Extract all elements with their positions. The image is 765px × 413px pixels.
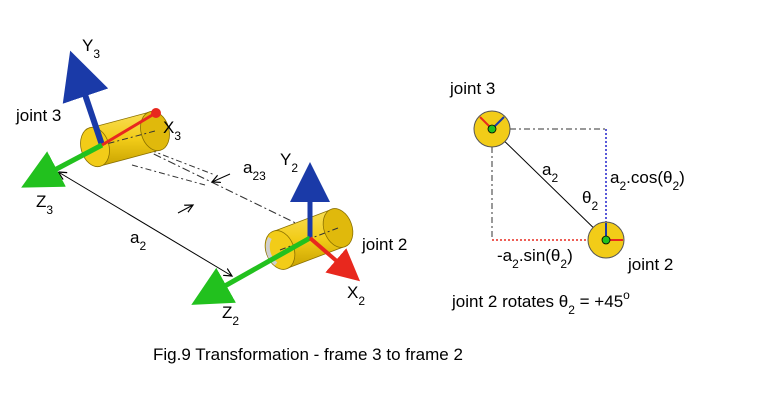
link-a2-line	[491, 128, 607, 241]
x3-axis	[101, 112, 155, 147]
theta2-label: θ2	[582, 188, 598, 213]
a23-arrow-lower	[177, 205, 193, 214]
link-a2-label: a2	[542, 160, 558, 185]
joint3-topview	[473, 110, 511, 148]
a23-ext-line-2	[149, 149, 216, 176]
rotation-text: joint 2 rotates θ2 = +45o	[451, 288, 630, 317]
figure-caption: Fig.9 Transformation - frame 3 to frame …	[153, 345, 463, 364]
y2-label: Y2	[280, 150, 298, 175]
x3-axis-tip	[151, 108, 161, 118]
cos-label: a2.cos(θ2)	[610, 168, 685, 193]
a23-ext-line-1	[131, 164, 206, 186]
a23-arrow-upper	[212, 173, 231, 182]
a23-label: a23	[243, 158, 266, 183]
y3-label: Y3	[82, 36, 100, 61]
x3-label: X3	[163, 118, 181, 143]
z2-axis	[191, 235, 312, 305]
x2-axis	[308, 236, 361, 282]
z2-label: Z2	[222, 303, 239, 328]
z3-axis	[21, 142, 104, 188]
right-joint3-label: joint 3	[449, 79, 495, 98]
a2-label: a2	[130, 228, 146, 253]
right-diagram: joint 3 joint 2 a2 θ2 a2.cos(θ2) -a2.sin…	[449, 79, 685, 317]
sin-label: -a2.sin(θ2)	[497, 246, 573, 271]
left-diagram: joint 3 joint 2 Y3 X3 Z3 Y2 X2 Z2 a23 a2	[15, 36, 407, 328]
right-joint2-label: joint 2	[627, 255, 673, 274]
a2-dimension-arrow	[60, 173, 232, 276]
joint2-topview	[587, 221, 625, 259]
left-joint3-label: joint 3	[15, 106, 61, 125]
left-joint2-label: joint 2	[361, 235, 407, 254]
z3-label: Z3	[36, 192, 53, 217]
x2-label: X2	[347, 283, 365, 308]
y3-axis	[62, 50, 109, 146]
